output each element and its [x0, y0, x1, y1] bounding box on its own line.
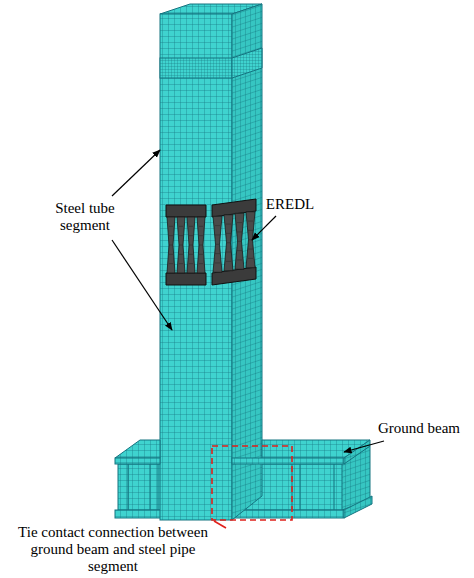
steel-tube-column	[160, 4, 262, 520]
damper-mesh	[226, 224, 231, 225]
leader-arrow	[344, 441, 384, 452]
damper-link	[167, 217, 175, 273]
damper-mesh	[189, 235, 193, 236]
damper-mesh	[226, 242, 231, 243]
damper-mesh	[169, 254, 173, 255]
tie-leader	[214, 521, 226, 528]
damper-mesh	[179, 254, 183, 255]
damper-mesh	[237, 250, 242, 251]
damper-mesh	[248, 249, 253, 250]
damper-mesh	[215, 234, 220, 235]
callout-label: Steel tube segment	[40, 200, 130, 234]
column-side	[232, 4, 262, 520]
damper-mesh	[226, 233, 231, 234]
bottom-flange-end	[344, 496, 372, 518]
damper-mesh	[237, 259, 242, 260]
leader-arrows	[112, 150, 384, 452]
damper-link	[246, 212, 255, 268]
column-collar-side	[232, 48, 262, 78]
stiffener	[118, 464, 128, 510]
damper-mesh	[215, 244, 220, 245]
damper-mesh	[189, 254, 193, 255]
damper-mesh	[237, 222, 242, 223]
damper-mesh	[248, 258, 253, 259]
damper-mesh	[199, 263, 203, 264]
damper-plate	[166, 205, 206, 217]
leader-arrow	[252, 216, 276, 240]
beam-top-flange	[115, 440, 370, 464]
damper-mesh	[179, 235, 183, 236]
damper-link	[224, 215, 233, 271]
damper-plate	[166, 273, 206, 285]
top-flange-left	[115, 440, 160, 458]
damper-link	[235, 213, 244, 269]
damper-link	[197, 217, 205, 273]
damper-mesh	[199, 254, 203, 255]
damper-mesh	[215, 262, 220, 263]
leader-arrow	[112, 240, 172, 330]
stiffener	[292, 464, 300, 510]
damper-mesh	[215, 253, 220, 254]
top-flange-right-edge	[232, 458, 344, 464]
damper-mesh	[199, 226, 203, 227]
damper-mesh	[189, 263, 193, 264]
callout-label: Ground beam	[368, 420, 470, 437]
damper-mesh	[237, 241, 242, 242]
damper-mesh	[179, 263, 183, 264]
damper-mesh	[189, 226, 193, 227]
damper-link	[177, 217, 185, 273]
damper-mesh	[169, 263, 173, 264]
damper-mesh	[248, 230, 253, 231]
damper-mesh	[169, 235, 173, 236]
column-front	[160, 14, 232, 520]
callout-label: Tie contact connection between ground be…	[4, 524, 222, 575]
leader-arrow	[112, 150, 160, 196]
damper-mesh	[179, 226, 183, 227]
damper-mesh	[248, 221, 253, 222]
damper-mesh	[226, 252, 231, 253]
eredl-dampers	[166, 199, 256, 285]
stiffener	[150, 464, 158, 510]
damper-link	[187, 217, 195, 273]
damper-mesh	[199, 235, 203, 236]
top-flange-end	[344, 440, 370, 464]
damper-mesh	[169, 226, 173, 227]
tie-region-box	[212, 446, 292, 520]
damper-mesh	[215, 225, 220, 226]
top-flange-left-edge	[115, 458, 160, 464]
callout-label: EREDL	[262, 196, 318, 213]
column-collar	[160, 58, 232, 78]
damper	[212, 199, 256, 285]
damper-mesh	[179, 245, 183, 246]
damper	[166, 205, 206, 285]
damper-mesh	[226, 261, 231, 262]
damper-mesh	[169, 245, 173, 246]
damper-mesh	[237, 231, 242, 232]
damper-mesh	[199, 245, 203, 246]
damper-mesh	[189, 245, 193, 246]
damper-link	[213, 216, 222, 272]
